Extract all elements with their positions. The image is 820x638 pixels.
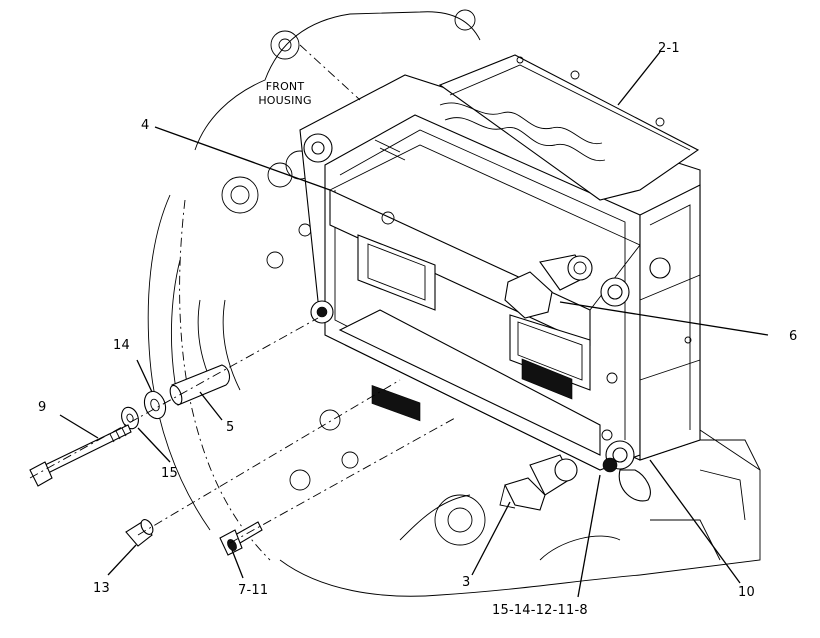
connector-pins-right bbox=[521, 358, 573, 400]
bolt-part-9 bbox=[29, 424, 132, 487]
spacer-part-5 bbox=[169, 364, 231, 406]
callout-14: 14 bbox=[113, 338, 130, 353]
callout-3: 3 bbox=[462, 575, 471, 590]
assembly-centerlines bbox=[29, 44, 456, 544]
clamp-part-10 bbox=[602, 457, 651, 502]
label-front-housing-line1: FRONT bbox=[265, 80, 305, 93]
callout-9: 9 bbox=[38, 400, 47, 415]
control-module bbox=[299, 54, 701, 471]
bolt-part-7 bbox=[219, 521, 263, 556]
callout-7-11: 7-11 bbox=[238, 583, 269, 598]
callout-2-1: 2-1 bbox=[658, 41, 680, 56]
label-front-housing: FRONT HOUSING bbox=[252, 81, 318, 106]
washer-part-14 bbox=[143, 390, 167, 420]
callout-6: 6 bbox=[789, 329, 798, 344]
connector-pins-left bbox=[371, 384, 421, 422]
washer-part-15 bbox=[121, 406, 139, 430]
callout-15-14-12-11-8: 15-14-12-11-8 bbox=[492, 603, 588, 618]
sensor-part-6 bbox=[504, 254, 593, 319]
callout-13: 13 bbox=[93, 581, 110, 596]
callout-4: 4 bbox=[141, 118, 150, 133]
callout-15: 15 bbox=[161, 466, 178, 481]
callout-10: 10 bbox=[738, 585, 755, 600]
fitting-part-3 bbox=[499, 454, 578, 511]
label-front-housing-line2: HOUSING bbox=[258, 94, 312, 107]
callout-leader-lines bbox=[59, 51, 769, 598]
plug-part-13 bbox=[125, 519, 154, 547]
callout-5: 5 bbox=[226, 420, 235, 435]
